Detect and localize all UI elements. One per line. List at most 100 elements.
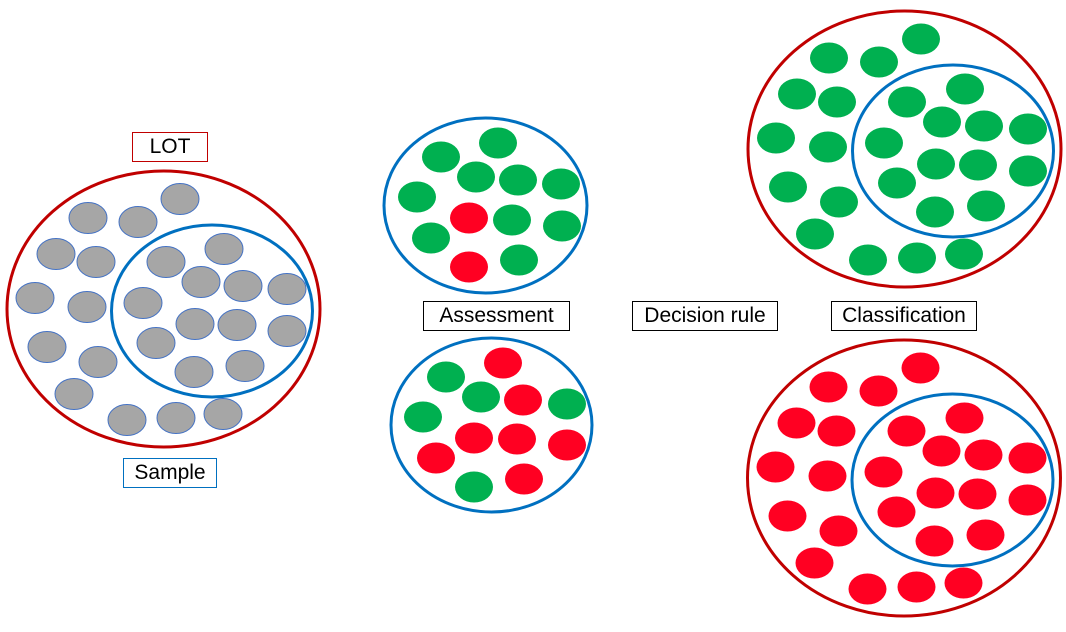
conforming-item-dot [422,141,460,173]
item-dot [946,73,984,105]
item-dot [796,218,834,250]
item-dot [877,496,916,528]
conforming-item-dot [462,381,500,413]
item-dot [174,356,214,388]
nonconforming-item-dot [450,251,488,283]
lot-unknown [5,169,322,449]
item-dot [945,402,984,434]
item-dot [768,500,807,532]
item-dot [888,86,926,118]
nonconforming-item-dot [450,202,488,234]
conforming-item-dot [404,401,442,433]
item-dot [1009,113,1047,145]
item-dot [864,456,903,488]
item-dot [136,327,176,359]
item-dot [958,478,997,510]
item-dot [898,242,936,274]
conforming-item-dot [412,222,450,254]
item-dot [267,273,307,305]
item-dot [848,573,887,605]
nonconforming-item-dot [505,463,543,495]
conforming-item-dot [493,204,531,236]
item-dot [146,246,186,278]
item-dot [944,567,983,599]
item-dot [67,291,107,323]
conforming-item-dot [427,361,465,393]
item-dot [225,350,265,382]
item-dot [769,171,807,203]
conforming-item-dot [457,161,495,193]
item-dot [778,78,816,110]
item-dot [223,270,263,302]
item-dot [107,404,147,436]
conforming-item-dot [455,471,493,503]
item-dot [217,309,257,341]
sample-ellipse [382,116,589,295]
sample-ellipse [110,223,314,399]
item-dot [922,435,961,467]
item-dot [964,439,1003,471]
item-dot [859,375,898,407]
conforming-item-dot [500,244,538,276]
item-dot [203,398,243,430]
item-dot [54,378,94,410]
item-dot [756,451,795,483]
assessed-sample-accept [382,116,589,295]
lot-ellipse [746,338,1062,618]
item-dot [923,106,961,138]
item-dot [917,148,955,180]
item-dot [901,352,940,384]
item-dot [849,244,887,276]
lot-label: LOT [132,132,208,162]
item-dot [809,371,848,403]
conforming-item-dot [499,164,537,196]
nonconforming-item-dot [498,423,536,455]
assessed-sample-reject [389,336,594,514]
item-dot [1009,155,1047,187]
sample-ellipse [851,63,1055,239]
assessment-label: Assessment [423,301,570,331]
sample-ellipse [850,392,1055,568]
item-dot [820,186,858,218]
lot-conforming [746,9,1063,289]
decision-rule-label: Decision rule [632,301,778,331]
item-dot [76,246,116,278]
item-dot [916,477,955,509]
lot-ellipse [746,9,1063,289]
nonconforming-item-dot [455,422,493,454]
item-dot [817,415,856,447]
item-dot [818,86,856,118]
item-dot [887,415,926,447]
item-dot [36,238,76,270]
item-dot [945,238,983,270]
sample-label: Sample [123,458,217,488]
conforming-item-dot [398,181,436,213]
item-dot [156,402,196,434]
item-dot [1008,442,1047,474]
nonconforming-item-dot [417,442,455,474]
item-dot [78,346,118,378]
item-dot [865,127,903,159]
item-dot [27,331,67,363]
nonconforming-item-dot [548,429,586,461]
item-dot [897,571,936,603]
item-dot [160,183,200,215]
nonconforming-item-dot [504,384,542,416]
lot-nonconforming [746,338,1062,618]
item-dot [267,315,307,347]
item-dot [795,547,834,579]
sample-ellipse [389,336,594,514]
conforming-item-dot [543,210,581,242]
conforming-item-dot [548,388,586,420]
item-dot [1008,484,1047,516]
item-dot [916,196,954,228]
item-dot [965,110,1003,142]
item-dot [118,206,158,238]
item-dot [68,202,108,234]
item-dot [915,525,954,557]
item-dot [819,515,858,547]
nonconforming-item-dot [484,347,522,379]
item-dot [902,23,940,55]
item-dot [181,266,221,298]
